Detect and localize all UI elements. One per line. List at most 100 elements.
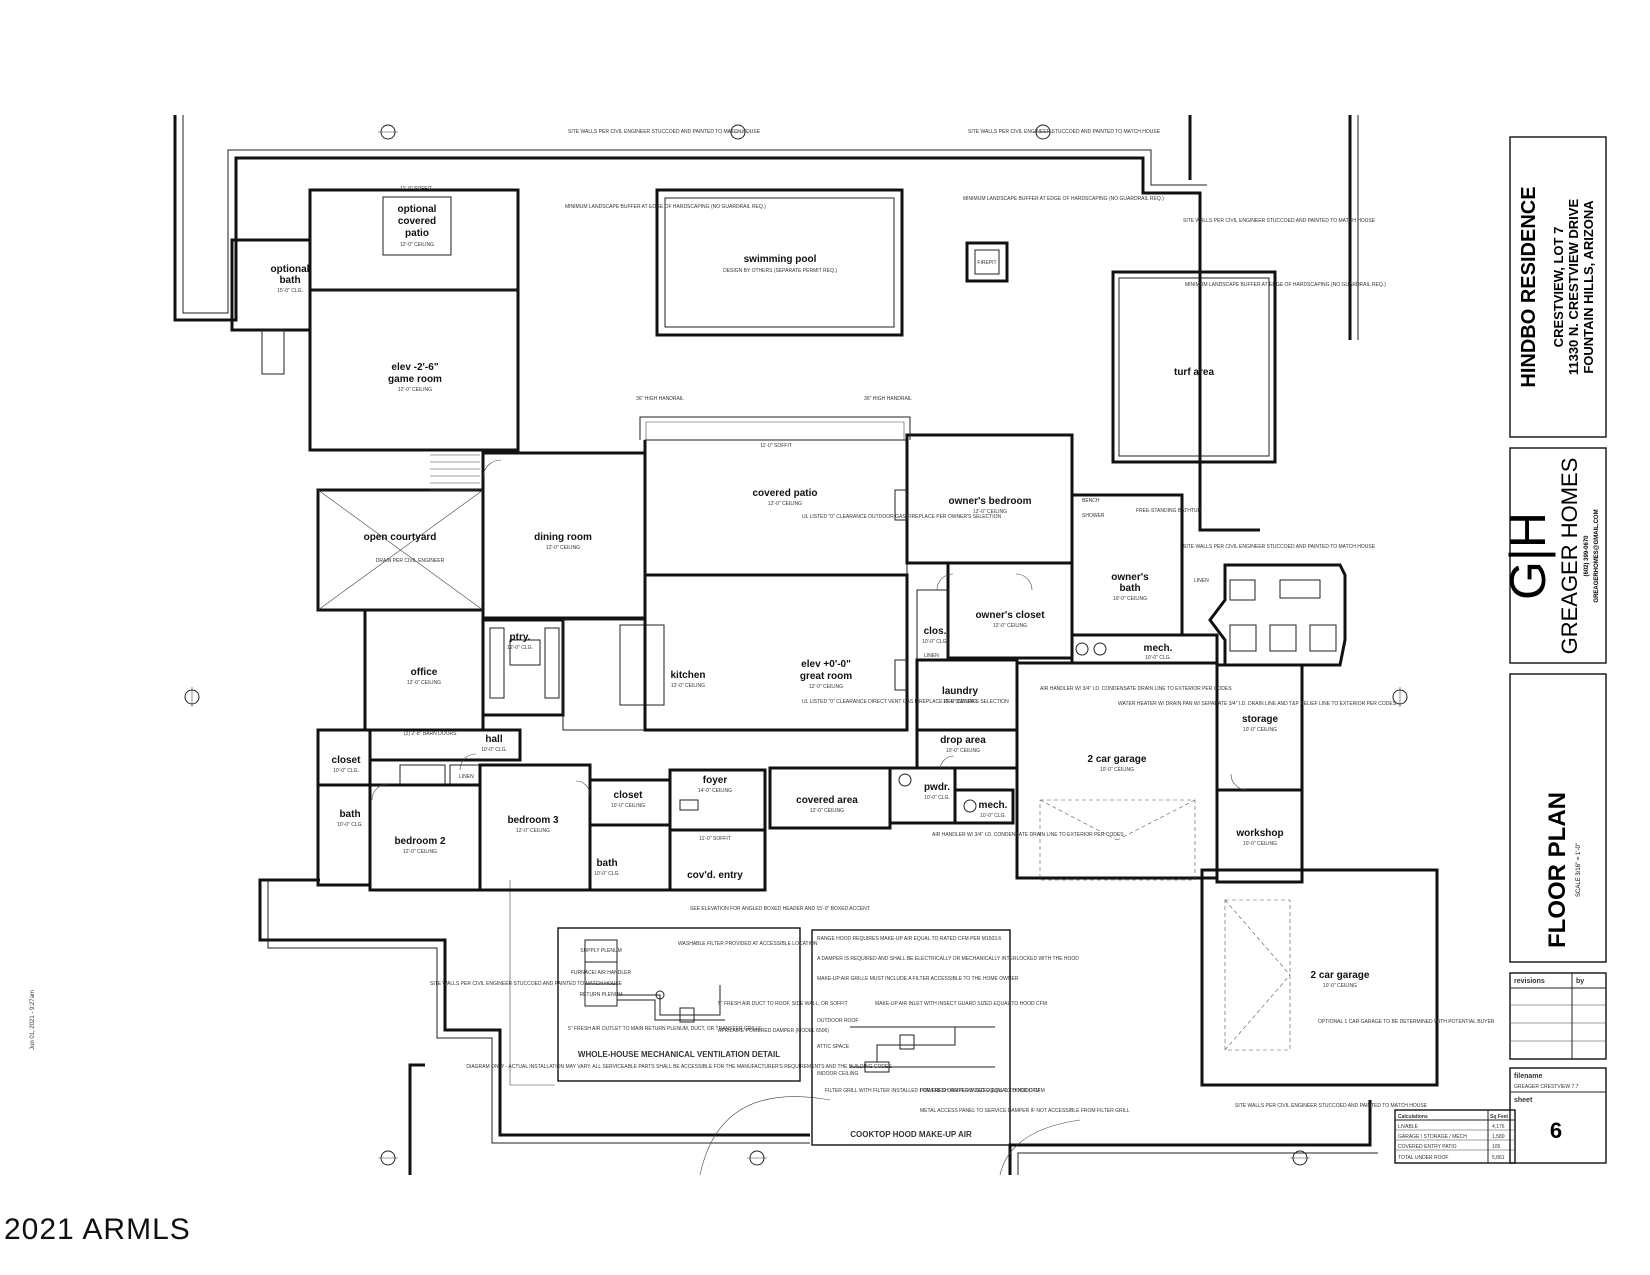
room-name-bedroom-2: bedroom 2 — [394, 836, 446, 847]
svg-text:12'-0" CEILING: 12'-0" CEILING — [516, 828, 550, 834]
svg-text:(2) 2'-8" BARN DOORS: (2) 2'-8" BARN DOORS — [404, 731, 457, 737]
room-name-pantry: ptry. — [510, 632, 531, 643]
svg-text:DRAIN PER CIVIL ENGINEER: DRAIN PER CIVIL ENGINEER — [376, 558, 445, 564]
company-name: GREAGER HOMES — [1557, 458, 1582, 655]
svg-text:SITE WALLS PER CIVIL ENGINEER: SITE WALLS PER CIVIL ENGINEER STUCCOED A… — [568, 129, 761, 135]
svg-text:10'-0" CLG.: 10'-0" CLG. — [980, 813, 1006, 819]
sheet-number: 6 — [1550, 1118, 1562, 1143]
svg-text:WASHABLE FILTER PROVIDED AT AC: WASHABLE FILTER PROVIDED AT ACCESSIBLE L… — [678, 941, 818, 947]
plan-notes: SITE WALLS PER CIVIL ENGINEER STUCCOED A… — [400, 129, 1495, 1109]
room-name-garage-2: 2 car garage — [1311, 970, 1370, 981]
svg-text:game room: game room — [388, 374, 442, 385]
room-name-bath-west: bath — [339, 809, 360, 820]
company-email: GREAGERHOMES@GMAIL.COM — [1594, 509, 1600, 602]
room-name-covered-area: covered area — [796, 795, 858, 806]
sheet-scale: SCALE 3/16" = 1'-0" — [1576, 843, 1582, 897]
room-sub-pool: DESIGN BY OTHERS (SEPARATE PERMIT REQ.) — [723, 268, 837, 274]
svg-text:RANGE HOOD REQUIRES MAKE-UP AI: RANGE HOOD REQUIRES MAKE-UP AIR EQUAL TO… — [817, 936, 1001, 942]
project-street: 11330 N. CRESTVIEW DRIVE — [1566, 199, 1581, 376]
svg-text:MINIMUM LANDSCAPE BUFFER AT ED: MINIMUM LANDSCAPE BUFFER AT EDGE OF HARD… — [565, 204, 766, 210]
svg-text:10'-0" CEILING: 10'-0" CEILING — [611, 803, 645, 809]
svg-text:105: 105 — [1492, 1144, 1501, 1150]
svg-text:MINIMUM LANDSCAPE BUFFER AT ED: MINIMUM LANDSCAPE BUFFER AT EDGE OF HARD… — [1185, 282, 1386, 288]
svg-text:OUTDOOR ROOF: OUTDOOR ROOF — [817, 1018, 858, 1024]
svg-text:14'-0" CEILING: 14'-0" CEILING — [698, 788, 732, 794]
svg-text:12'-0" CEILING: 12'-0" CEILING — [809, 684, 843, 690]
svg-text:bath: bath — [279, 275, 300, 286]
svg-text:ATTIC SPACE: ATTIC SPACE — [817, 1044, 850, 1050]
room-name-owners-closet: owner's closet — [975, 610, 1045, 621]
svg-text:11'-0" SOFFIT: 11'-0" SOFFIT — [699, 836, 731, 842]
svg-text:12'-0" CEILING: 12'-0" CEILING — [973, 509, 1007, 515]
project-city: FOUNTAIN HILLS, ARIZONA — [1581, 200, 1596, 374]
ventilation-detail: SUPPLY PLENUM FURNACE/ AIR HANDLER RETUR… — [466, 927, 892, 1082]
title-block: HINDBO RESIDENCE CRESTVIEW, LOT 7 11330 … — [1500, 136, 1607, 1164]
svg-text:10'-0" CLG.: 10'-0" CLG. — [924, 795, 950, 801]
svg-text:12'-0" CEILING: 12'-0" CEILING — [546, 545, 580, 551]
svg-text:MINIMUM LANDSCAPE BUFFER AT ED: MINIMUM LANDSCAPE BUFFER AT EDGE OF HARD… — [963, 196, 1164, 202]
svg-text:INDOOR CEILING: INDOOR CEILING — [817, 1071, 859, 1077]
svg-text:12'-0" CEILING: 12'-0" CEILING — [407, 680, 441, 686]
svg-text:BENCH: BENCH — [1082, 498, 1100, 504]
svg-text:LINEN: LINEN — [924, 653, 939, 659]
room-name-mech-1: mech. — [1144, 643, 1173, 654]
svg-text:great room: great room — [800, 671, 852, 682]
room-name-foyer: foyer — [703, 775, 728, 786]
svg-text:DIAGRAM ONLY - ACTUAL INSTALLA: DIAGRAM ONLY - ACTUAL INSTALLATION MAY V… — [466, 1064, 892, 1070]
svg-text:12'-0" CEILING: 12'-0" CEILING — [400, 242, 434, 248]
building-walls — [230, 188, 1439, 1087]
company-phone: (602) 399-0670 — [1584, 535, 1590, 577]
room-name-workshop: workshop — [1235, 828, 1283, 839]
svg-text:5" FRESH AIR OUTLET TO MAIN RE: 5" FRESH AIR OUTLET TO MAIN RETURN PLENU… — [568, 1026, 762, 1032]
svg-text:revisions: revisions — [1514, 978, 1545, 985]
svg-text:sheet: sheet — [1514, 1097, 1533, 1104]
firepit-label: FIREPIT — [977, 260, 996, 266]
svg-text:SITE WALLS PER CIVIL ENGINEER: SITE WALLS PER CIVIL ENGINEER STUCCOED A… — [968, 129, 1161, 135]
svg-text:METAL ACCESS PANEL TO SERVICE: METAL ACCESS PANEL TO SERVICE DAMPER IF … — [920, 1108, 1130, 1114]
svg-text:10'-0" CEILING: 10'-0" CEILING — [1243, 727, 1277, 733]
room-name-bedroom-3: bedroom 3 — [507, 815, 559, 826]
project-name: HINDBO RESIDENCE — [1518, 186, 1540, 387]
swimming-pool: swimming pool DESIGN BY OTHERS (SEPARATE… — [655, 188, 904, 337]
svg-text:covered: covered — [398, 216, 436, 227]
svg-text:SITE WALLS PER CIVIL ENGINEER: SITE WALLS PER CIVIL ENGINEER STUCCOED A… — [1183, 544, 1376, 550]
svg-text:11'-0" SOFFIT: 11'-0" SOFFIT — [400, 186, 432, 192]
turf-area: turf area — [1111, 270, 1277, 464]
room-name-owners-bath: owner's — [1111, 572, 1149, 583]
svg-text:12'-0" CEILING: 12'-0" CEILING — [403, 849, 437, 855]
svg-text:A DAMPER IS REQUIRED AND SHALL: A DAMPER IS REQUIRED AND SHALL BE ELECTR… — [817, 956, 1079, 962]
room-name-courtyard: open courtyard — [364, 532, 437, 543]
sheet-title: FLOOR PLAN — [1544, 792, 1571, 948]
room-name-game-room: elev -2'-6" — [391, 362, 438, 373]
room-name-garage-1: 2 car garage — [1088, 754, 1147, 765]
firepit — [965, 241, 1009, 283]
svg-text:UL LISTED "0" CLEARANCE OUTDOO: UL LISTED "0" CLEARANCE OUTDOOR GAS FIRE… — [802, 514, 1001, 520]
room-name-pool: swimming pool — [744, 254, 817, 265]
svg-text:12'-0" CEILING: 12'-0" CEILING — [768, 501, 802, 507]
svg-text:10'-0" CLG.: 10'-0" CLG. — [481, 747, 507, 753]
svg-text:LINEN: LINEN — [459, 774, 474, 780]
svg-text:Sq Feet: Sq Feet — [1490, 1114, 1508, 1120]
section-markers — [184, 124, 1408, 1166]
svg-text:12'-0" CEILING: 12'-0" CEILING — [993, 623, 1027, 629]
room-name-turf: turf area — [1174, 367, 1214, 378]
svg-text:12'-0" CLG.: 12'-0" CLG. — [507, 645, 533, 651]
svg-text:LINEN: LINEN — [1194, 578, 1209, 584]
svg-text:FILTER GRILL WITH FILTER INSTA: FILTER GRILL WITH FILTER INSTALLED FOR F… — [825, 1088, 1045, 1094]
room-name-great-room: elev +0'-0" — [801, 659, 851, 670]
svg-text:12'-0" CEILING: 12'-0" CEILING — [810, 808, 844, 814]
svg-text:SITE WALLS PER CIVIL ENGINEER: SITE WALLS PER CIVIL ENGINEER STUCCOED A… — [1235, 1103, 1428, 1109]
svg-text:OPTIONAL 1 CAR GARAGE TO BE DE: OPTIONAL 1 CAR GARAGE TO BE DETERMINED W… — [1318, 1019, 1495, 1025]
svg-text:5" FRESH AIR DUCT TO ROOF, SID: 5" FRESH AIR DUCT TO ROOF, SIDE WALL, OR… — [718, 1001, 848, 1007]
room-name-laundry: laundry — [942, 686, 979, 697]
svg-text:12'-0" CEILING: 12'-0" CEILING — [398, 387, 432, 393]
file-name: GREAGER CRESTVIEW 7.7 — [1514, 1084, 1579, 1090]
svg-text:SEE ELEVATION FOR ANGLED BOXED: SEE ELEVATION FOR ANGLED BOXED HEADER AN… — [690, 906, 870, 912]
svg-text:POWERED DAMPER SIZED EQUAL TO: POWERED DAMPER SIZED EQUAL TO HOOD CFM — [920, 1088, 1040, 1094]
room-name-covered-patio: covered patio — [752, 488, 817, 499]
room-name-clos: clos. — [924, 626, 947, 637]
cooktop-title: COOKTOP HOOD MAKE-UP AIR — [850, 1130, 972, 1139]
room-name-mech-2: mech. — [979, 800, 1008, 811]
svg-text:10'-0" CEILING: 10'-0" CEILING — [1243, 841, 1277, 847]
